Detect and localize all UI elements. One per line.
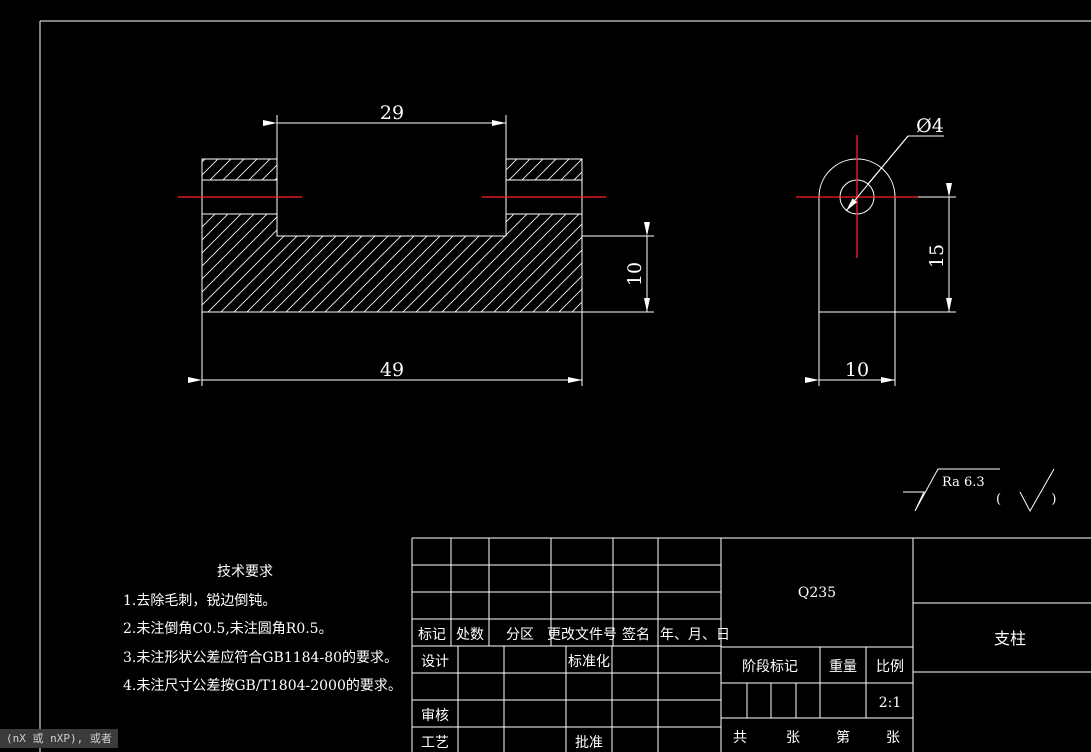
tb-header-change-doc: 更改文件号 [547, 627, 617, 643]
title-block-lines [411, 537, 1091, 752]
dim-15-vertical: 15 [926, 244, 948, 268]
tb-sheets: 张 [786, 730, 800, 746]
tb-header-signature: 签名 [622, 626, 650, 643]
dim-10-vertical: 10 [624, 262, 646, 286]
roughness-value: Ra 6.3 [942, 475, 985, 490]
tb-header-date: 年、月、日 [660, 627, 730, 643]
tb-weight: 重量 [829, 659, 857, 675]
side-dimensions [805, 135, 952, 383]
tech-req-item: 3.未注形状公差应符合GB1184-80的要求。 [123, 649, 399, 666]
tb-material: Q235 [798, 585, 836, 601]
command-line[interactable]: (nX 或 nXP), 或者 [0, 729, 118, 748]
dim-10-side: 10 [845, 359, 869, 381]
tb-review: 审核 [421, 708, 449, 724]
tb-stage-mark: 阶段标记 [742, 659, 798, 675]
tech-req-title: 技术要求 [217, 564, 273, 580]
dim-phi4: Ø4 [916, 115, 944, 137]
tb-header-mark: 标记 [418, 627, 446, 643]
tb-header-count: 处数 [456, 627, 484, 643]
surface-finish-symbol [903, 468, 1055, 513]
tech-req-item: 4.未注尺寸公差按GB/T1804-2000的要求。 [123, 678, 402, 694]
tb-number: 第 [836, 729, 850, 746]
tb-total: 共 [733, 730, 747, 746]
front-view [201, 115, 654, 386]
tech-req-item: 2.未注倒角C0.5,未注圆角R0.5。 [123, 621, 333, 637]
tb-approve: 批准 [575, 735, 603, 751]
technical-requirements: 技术要求 1.去除毛刺，锐边倒钝。 2.未注倒角C0.5,未注圆角R0.5。 3… [123, 558, 402, 701]
front-hatch-left-top [201, 158, 278, 181]
tb-scale-value: 2:1 [879, 695, 902, 711]
tech-req-item: 1.去除毛刺，锐边倒钝。 [123, 592, 277, 609]
roughness-parentheses: ( ) [996, 492, 1070, 507]
tb-part-name: 支柱 [994, 629, 1026, 648]
dim-29: 29 [380, 102, 404, 124]
front-hatch-right-top [505, 158, 583, 181]
tb-header-zone: 分区 [506, 627, 534, 643]
drawing-frame [39, 20, 1091, 752]
tb-scale-label: 比例 [876, 659, 904, 675]
front-hatch-body [201, 213, 583, 313]
tb-sheet: 张 [886, 730, 900, 746]
tb-design: 设计 [421, 654, 449, 670]
side-centerlines [796, 135, 918, 258]
tb-standardize: 标准化 [568, 654, 610, 670]
front-dimensions [188, 120, 650, 383]
dim-49: 49 [380, 359, 404, 381]
tb-process: 工艺 [421, 735, 449, 751]
